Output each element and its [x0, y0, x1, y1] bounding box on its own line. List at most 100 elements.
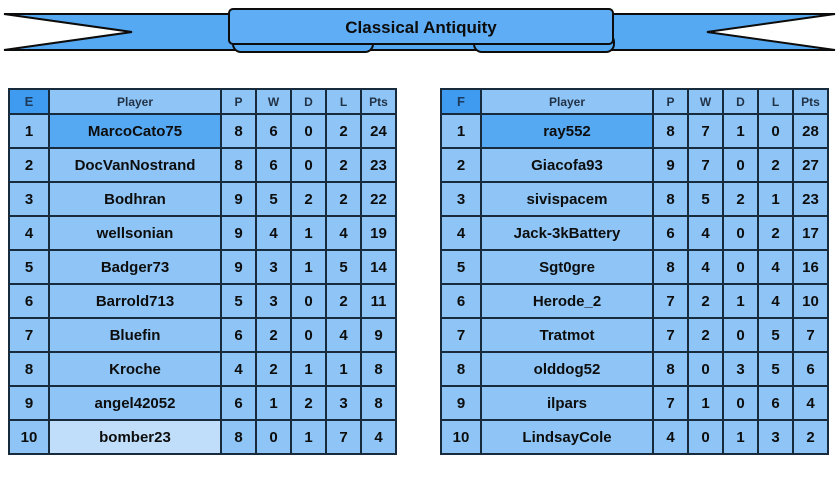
banner-title-box — [228, 8, 614, 45]
stat-cell-l: 2 — [757, 215, 794, 251]
stat-cell-d: 1 — [722, 113, 759, 149]
stat-cell-w: 5 — [255, 181, 292, 217]
stat-cell-pts: 27 — [792, 147, 829, 183]
stat-cell-w: 3 — [255, 283, 292, 319]
page-title: Classical Antiquity — [345, 18, 497, 37]
player-cell: Herode_2 — [480, 283, 654, 319]
stat-cell-l: 5 — [325, 249, 362, 285]
stat-cell-l: 4 — [757, 283, 794, 319]
player-cell: bomber23 — [48, 419, 222, 455]
stat-cell-w: 5 — [687, 181, 724, 217]
rank-cell: 3 — [8, 181, 50, 217]
stat-cell-d: 0 — [290, 283, 327, 319]
stat-cell-d: 1 — [290, 351, 327, 387]
stat-cell-p: 8 — [652, 181, 689, 217]
player-cell: Giacofa93 — [480, 147, 654, 183]
rank-cell: 7 — [8, 317, 50, 353]
player-cell: MarcoCato75 — [48, 113, 222, 149]
stat-cell-pts: 22 — [360, 181, 397, 217]
stat-cell-pts: 23 — [360, 147, 397, 183]
stat-cell-pts: 6 — [792, 351, 829, 387]
player-cell: sivispacem — [480, 181, 654, 217]
stat-cell-p: 8 — [652, 113, 689, 149]
stat-cell-p: 9 — [220, 249, 257, 285]
rank-cell: 4 — [8, 215, 50, 251]
group-letter: F — [440, 88, 482, 115]
rank-cell: 5 — [440, 249, 482, 285]
stat-cell-d: 0 — [722, 317, 759, 353]
stat-cell-l: 4 — [757, 249, 794, 285]
stat-cell-w: 2 — [687, 317, 724, 353]
player-cell: Jack-3kBattery — [480, 215, 654, 251]
column-header-wins: W — [687, 88, 724, 115]
player-cell: Badger73 — [48, 249, 222, 285]
stat-cell-w: 7 — [687, 113, 724, 149]
column-header-points: Pts — [792, 88, 829, 115]
stat-cell-pts: 8 — [360, 351, 397, 387]
stat-cell-w: 0 — [255, 419, 292, 455]
rank-cell: 8 — [440, 351, 482, 387]
column-header-losses: L — [325, 88, 362, 115]
player-cell: Kroche — [48, 351, 222, 387]
stat-cell-pts: 9 — [360, 317, 397, 353]
stat-cell-w: 6 — [255, 113, 292, 149]
stat-cell-w: 2 — [255, 351, 292, 387]
player-cell: olddog52 — [480, 351, 654, 387]
column-header-played: P — [220, 88, 257, 115]
rank-cell: 5 — [8, 249, 50, 285]
rank-cell: 10 — [8, 419, 50, 455]
column-header-wins: W — [255, 88, 292, 115]
stat-cell-pts: 14 — [360, 249, 397, 285]
header-row: F Player P W D L Pts — [440, 88, 829, 115]
stat-cell-p: 5 — [220, 283, 257, 319]
player-cell: angel42052 — [48, 385, 222, 421]
stat-cell-p: 4 — [652, 419, 689, 455]
player-cell: ilpars — [480, 385, 654, 421]
rank-cell: 4 — [440, 215, 482, 251]
stat-cell-pts: 11 — [360, 283, 397, 319]
stat-cell-p: 8 — [220, 419, 257, 455]
stat-cell-l: 2 — [325, 113, 362, 149]
stat-cell-l: 4 — [325, 215, 362, 251]
stat-cell-p: 7 — [652, 385, 689, 421]
stat-cell-pts: 10 — [792, 283, 829, 319]
stat-cell-w: 2 — [255, 317, 292, 353]
stat-cell-d: 0 — [722, 249, 759, 285]
rank-cell: 10 — [440, 419, 482, 455]
stat-cell-l: 1 — [325, 351, 362, 387]
stat-cell-p: 8 — [652, 249, 689, 285]
stat-cell-d: 0 — [290, 147, 327, 183]
stat-cell-l: 3 — [325, 385, 362, 421]
stat-cell-l: 2 — [757, 147, 794, 183]
stat-cell-d: 0 — [722, 385, 759, 421]
stat-cell-l: 0 — [757, 113, 794, 149]
column-header-points: Pts — [360, 88, 397, 115]
stat-cell-d: 0 — [290, 113, 327, 149]
rank-cell: 2 — [8, 147, 50, 183]
rank-cell: 1 — [8, 113, 50, 149]
rank-cell: 6 — [440, 283, 482, 319]
stat-cell-p: 6 — [220, 385, 257, 421]
player-cell: wellsonian — [48, 215, 222, 251]
stat-cell-d: 1 — [722, 283, 759, 319]
stat-cell-l: 2 — [325, 283, 362, 319]
stat-cell-pts: 28 — [792, 113, 829, 149]
stat-cell-pts: 8 — [360, 385, 397, 421]
